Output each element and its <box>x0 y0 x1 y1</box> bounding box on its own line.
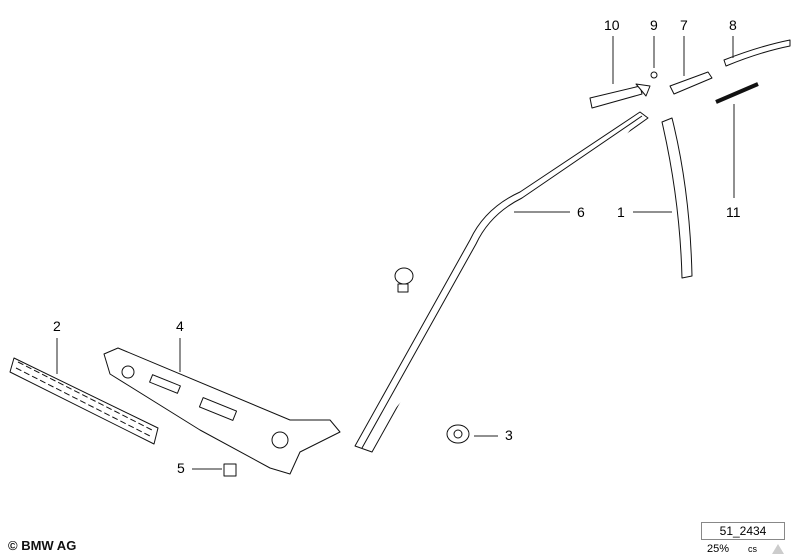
zoom-level[interactable]: 25% <box>707 543 730 555</box>
callout-2[interactable]: 2 <box>53 318 61 334</box>
callout-8[interactable]: 8 <box>729 17 737 33</box>
part-8-strip[interactable] <box>723 39 791 67</box>
callout-1[interactable]: 1 <box>617 204 625 220</box>
callout-3[interactable]: 3 <box>505 427 513 443</box>
callout-7[interactable]: 7 <box>680 17 688 33</box>
clip-part[interactable] <box>394 267 414 293</box>
leader-lines <box>56 36 735 470</box>
part-2-grille[interactable] <box>9 357 159 445</box>
callout-6[interactable]: 6 <box>577 204 585 220</box>
triangle-icon[interactable] <box>772 544 784 554</box>
diagram-reference: 51_2434 <box>701 522 785 540</box>
cs-label: cs <box>748 544 757 554</box>
part-7-strip[interactable] <box>669 71 713 95</box>
callout-4[interactable]: 4 <box>176 318 184 334</box>
copyright: © BMW AG <box>8 538 77 553</box>
part-9-screw[interactable] <box>650 71 658 79</box>
part-5-clip[interactable] <box>223 463 237 477</box>
part-10-strip[interactable] <box>589 85 643 109</box>
part-3-clip[interactable] <box>446 424 470 444</box>
part-11-seal[interactable] <box>715 82 759 104</box>
callout-10[interactable]: 10 <box>604 17 620 33</box>
callout-11[interactable]: 11 <box>726 204 741 220</box>
callout-9[interactable]: 9 <box>650 17 658 33</box>
callout-5[interactable]: 5 <box>177 460 185 476</box>
part-1-trim[interactable] <box>661 117 693 279</box>
